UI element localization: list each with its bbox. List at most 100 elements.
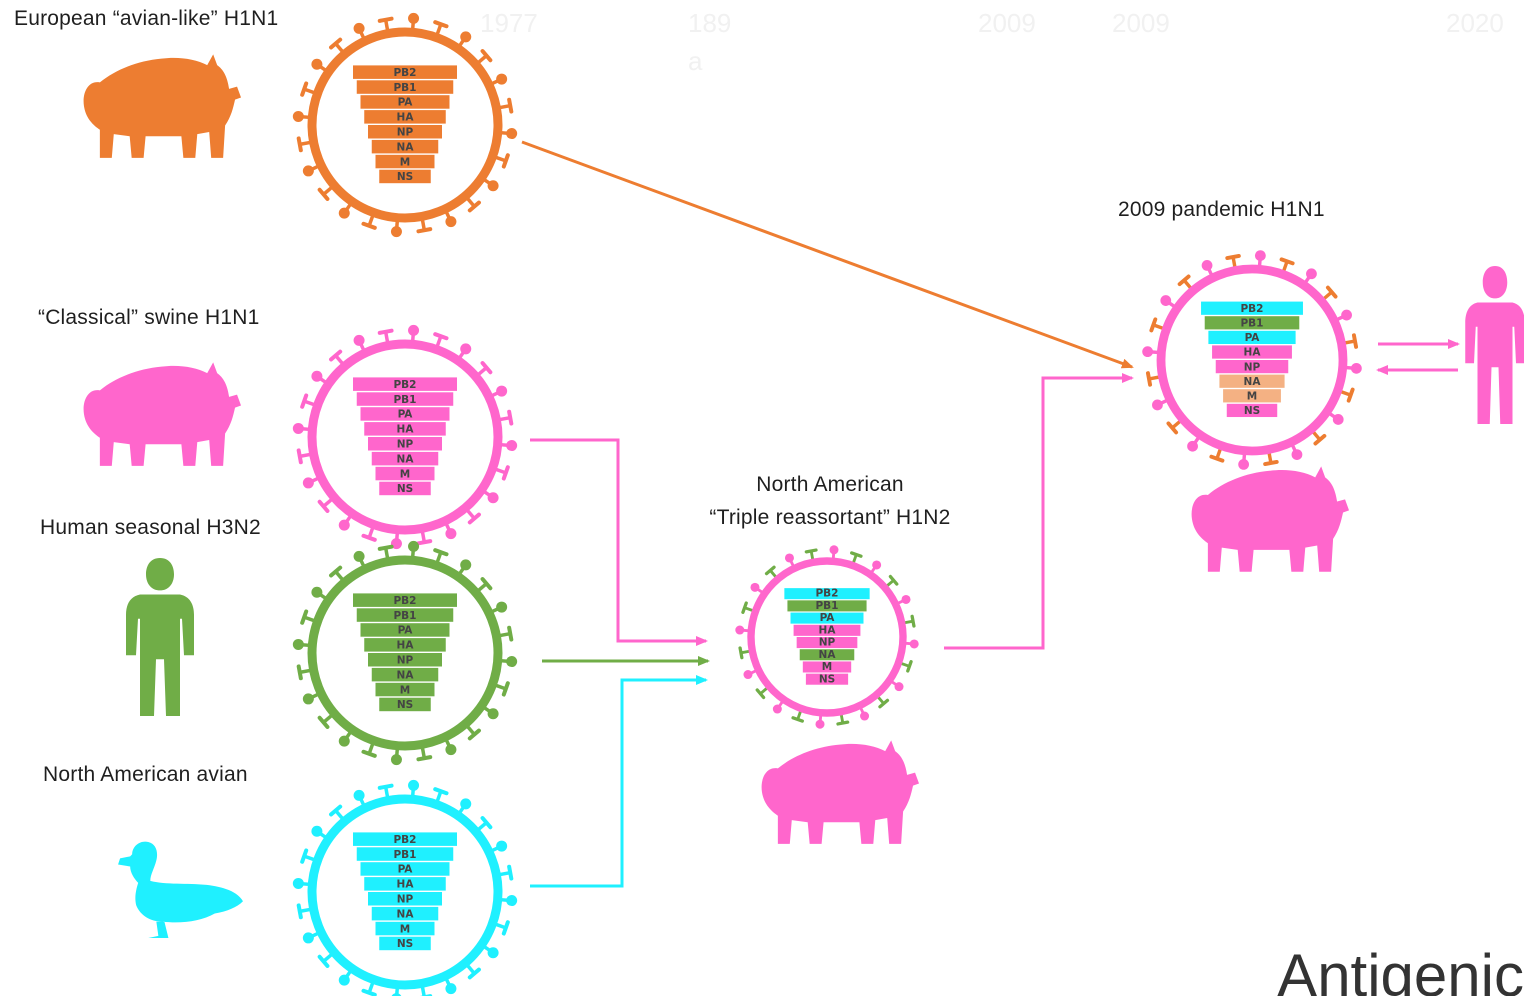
label-human-seasonal: Human seasonal H3N2 [40, 516, 261, 539]
label-triple-line1: North American [756, 473, 904, 496]
pig-silhouette [761, 740, 920, 844]
segment-label: PB1 [393, 394, 416, 406]
spike-head [1149, 317, 1158, 333]
segment-label: HA [397, 112, 415, 124]
spike-ball [1152, 399, 1163, 411]
segment-pb2 [353, 377, 457, 391]
spike-ball [408, 324, 420, 336]
spike-ball [311, 825, 323, 837]
segment-pa [360, 862, 450, 876]
spike-head [1225, 253, 1241, 261]
na-avian-duck-icon [118, 841, 243, 938]
spike-ball [353, 550, 365, 562]
segment-m [375, 154, 435, 169]
segment-label: NS [397, 171, 413, 183]
spike-ball [735, 625, 745, 635]
segment-label: M [822, 661, 832, 673]
spike-head [296, 664, 303, 681]
spike-ball [901, 594, 911, 604]
spike-ball [311, 58, 323, 70]
segment-na [1219, 374, 1285, 388]
spike-ball [353, 22, 365, 34]
person-silhouette [126, 558, 194, 716]
spike-head [317, 499, 330, 513]
segment-m [375, 921, 435, 936]
spike-ball [311, 370, 323, 382]
segment-label: PA [398, 409, 414, 421]
segment-label: M [1247, 390, 1257, 402]
segment-na [371, 906, 439, 921]
spike-head [361, 749, 377, 758]
segment-pb1 [1204, 316, 1300, 330]
spike-head [416, 539, 433, 546]
spike-head [1145, 371, 1153, 387]
spike-ball [460, 31, 472, 43]
spike-ball [445, 528, 457, 540]
classical-pig-icon [83, 362, 242, 466]
segment-ha [1212, 345, 1292, 359]
segment-label: PB1 [815, 600, 838, 612]
spike-ball [506, 128, 518, 140]
spike-ball [487, 708, 499, 720]
spike-head [910, 614, 916, 628]
arrows-layer [521, 140, 1460, 888]
spike-ball [872, 560, 882, 570]
segment-label: NS [819, 673, 835, 685]
spike-head [507, 97, 514, 114]
spike-head [480, 816, 493, 830]
segment-pb1 [356, 847, 454, 861]
spike-head [755, 688, 766, 700]
spike-head [501, 153, 510, 169]
ghost-year: 189 [688, 8, 732, 38]
segment-pb1 [356, 608, 454, 622]
spike-ball [496, 601, 508, 613]
spike-ball [1306, 268, 1317, 280]
spike-ball [302, 477, 314, 489]
spike-ball [390, 754, 402, 766]
spike-head [300, 393, 309, 409]
segment-label: NA [397, 908, 415, 920]
spike-ball [302, 165, 314, 177]
segment-label: NA [819, 649, 837, 661]
segment-label: PA [1245, 332, 1261, 344]
spike-ball [815, 719, 825, 729]
segment-label: NA [397, 141, 415, 153]
segment-label: PB1 [393, 610, 416, 622]
segment-label: PA [398, 864, 414, 876]
segment-na [371, 667, 439, 682]
segment-np [368, 892, 442, 906]
spike-head [507, 409, 514, 426]
spike-ball [311, 586, 323, 598]
spike-ball [1238, 458, 1250, 470]
segment-label: NA [397, 669, 415, 681]
spike-head [791, 716, 804, 723]
segment-label: NP [397, 127, 414, 139]
spike-head [467, 200, 481, 213]
spike-head [1346, 387, 1355, 403]
footer-text: Antigenic [1277, 942, 1524, 996]
arrow-triple-to-pandemic [944, 373, 1134, 650]
segment-m [802, 661, 852, 673]
segment-ha [364, 110, 446, 124]
segment-ns [379, 936, 431, 951]
spike-ball [460, 343, 472, 355]
segment-ns [379, 697, 431, 712]
segment-label: NP [1244, 361, 1261, 373]
spike-head [300, 848, 309, 864]
arrow-european-to-pandemic [521, 140, 1134, 369]
segment-label: PB1 [393, 82, 416, 94]
label-na-avian: North American avian [43, 763, 248, 786]
spike-head [416, 755, 433, 762]
spike-head [906, 660, 913, 673]
human-seasonal-person-icon [126, 558, 194, 716]
spike-ball [408, 779, 420, 791]
segment-pb2 [353, 832, 457, 846]
arrow-classical-to-triple [530, 438, 708, 646]
spike-ball [445, 216, 457, 228]
segment-label: NS [397, 699, 413, 711]
spike-ball [408, 540, 420, 552]
spike-ball [338, 519, 350, 531]
